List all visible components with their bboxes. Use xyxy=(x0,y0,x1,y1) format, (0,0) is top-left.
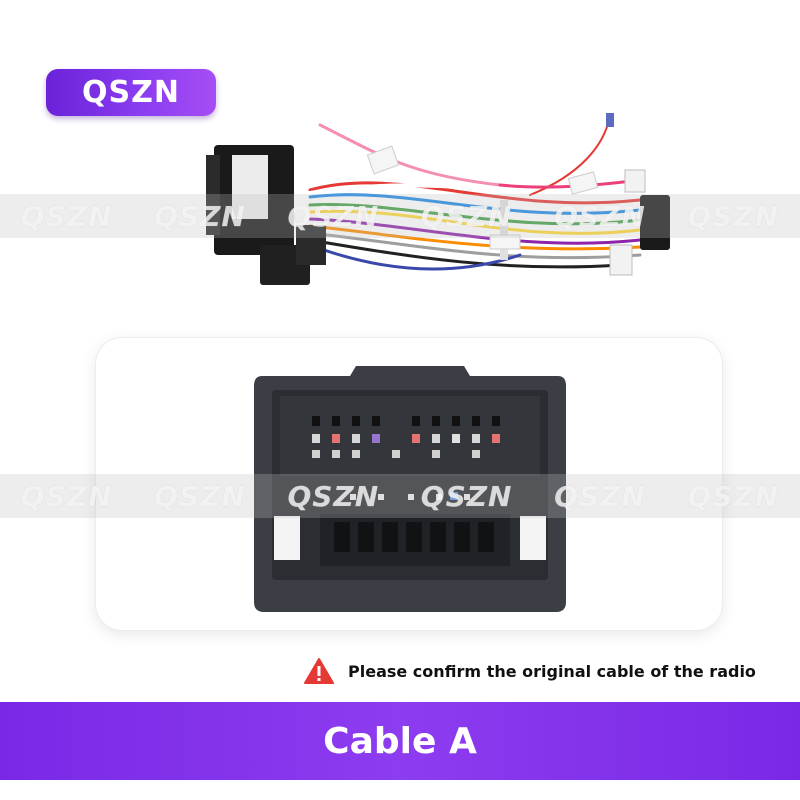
warning-text: Please confirm the original cable of the… xyxy=(348,661,756,681)
connector-closeup-image xyxy=(254,366,566,612)
brand-badge: QSZN xyxy=(46,69,216,116)
brand-badge-label: QSZN xyxy=(82,75,180,110)
warning-note: Please confirm the original cable of the… xyxy=(304,656,756,686)
cable-label-banner: Cable A xyxy=(0,702,800,780)
wiring-harness-image xyxy=(206,113,670,285)
cable-label: Cable A xyxy=(323,720,477,762)
watermark-text: QSZN xyxy=(687,199,780,233)
watermark-text: QSZN xyxy=(20,199,113,233)
warning-triangle-icon xyxy=(304,658,334,684)
